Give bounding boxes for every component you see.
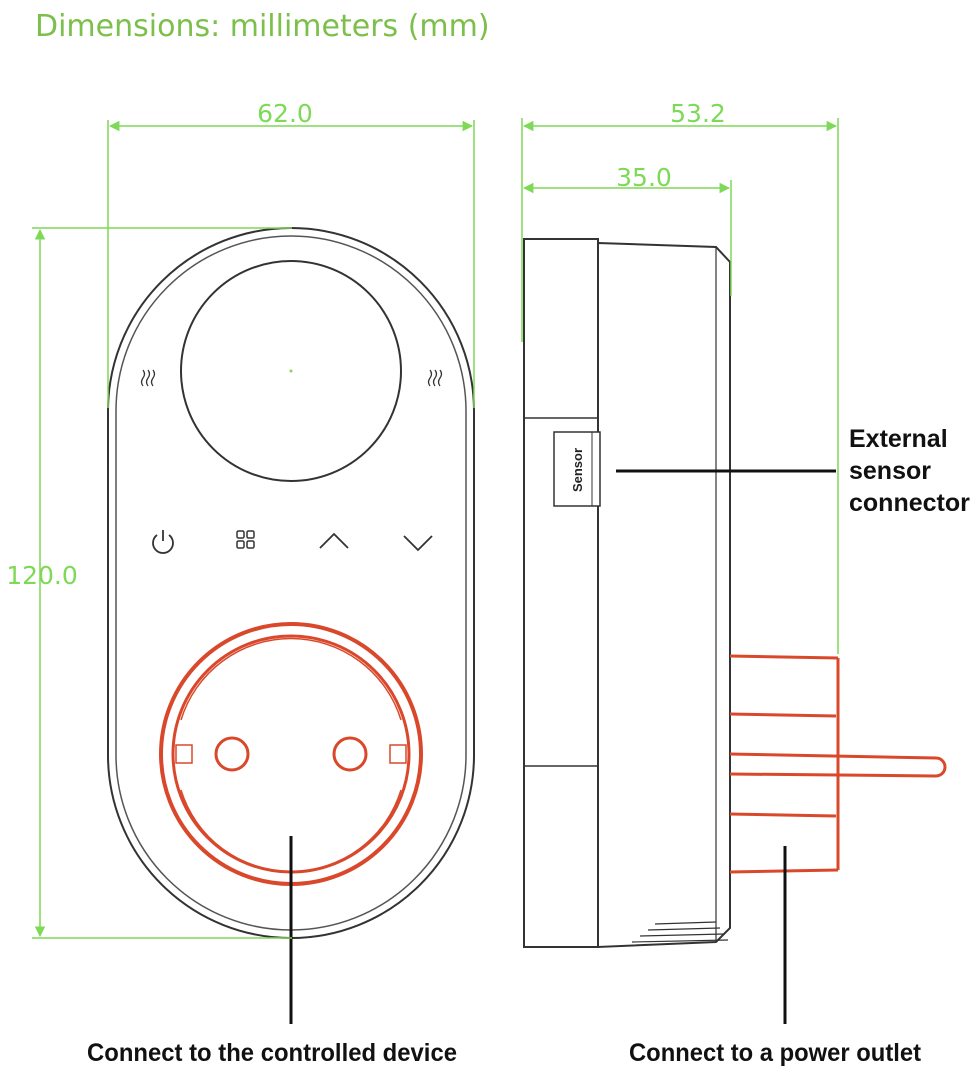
side-rear-body — [597, 241, 731, 949]
sensor-tab-label: Sensor — [570, 448, 585, 492]
socket-hole-left — [214, 736, 250, 772]
chevron-down-icon[interactable] — [403, 535, 433, 552]
controlled-device-label: Connect to the controlled device — [87, 1039, 457, 1067]
dial-center-mark — [289, 369, 293, 373]
power-icon[interactable] — [152, 530, 174, 554]
sensor-connector: Sensor — [553, 431, 601, 507]
plug — [729, 654, 947, 874]
socket-hole-right — [332, 736, 368, 772]
side-front-cover — [523, 238, 599, 948]
side-dimensions — [521, 118, 839, 654]
heat-icon — [427, 369, 443, 387]
side-view: Sensor — [523, 238, 947, 1024]
external-sensor-label-line2: sensor — [849, 457, 931, 485]
front-dimensions — [32, 120, 475, 939]
dim-height-120: 120.0 — [6, 561, 78, 590]
external-sensor-label-line3: connector — [849, 489, 970, 517]
menu-grid-icon[interactable] — [236, 530, 255, 549]
dim-depth-35: 35.0 — [616, 163, 672, 192]
front-view — [107, 227, 475, 1024]
dim-depth-53-2: 53.2 — [670, 99, 726, 128]
external-sensor-label-line1: External — [849, 425, 948, 453]
heat-icon — [140, 369, 156, 387]
dim-width-62: 62.0 — [257, 99, 313, 128]
socket — [159, 622, 423, 886]
chevron-up-icon[interactable] — [319, 532, 349, 549]
power-outlet-label: Connect to a power outlet — [629, 1039, 922, 1067]
page-title: Dimensions: millimeters (mm) — [35, 9, 490, 44]
